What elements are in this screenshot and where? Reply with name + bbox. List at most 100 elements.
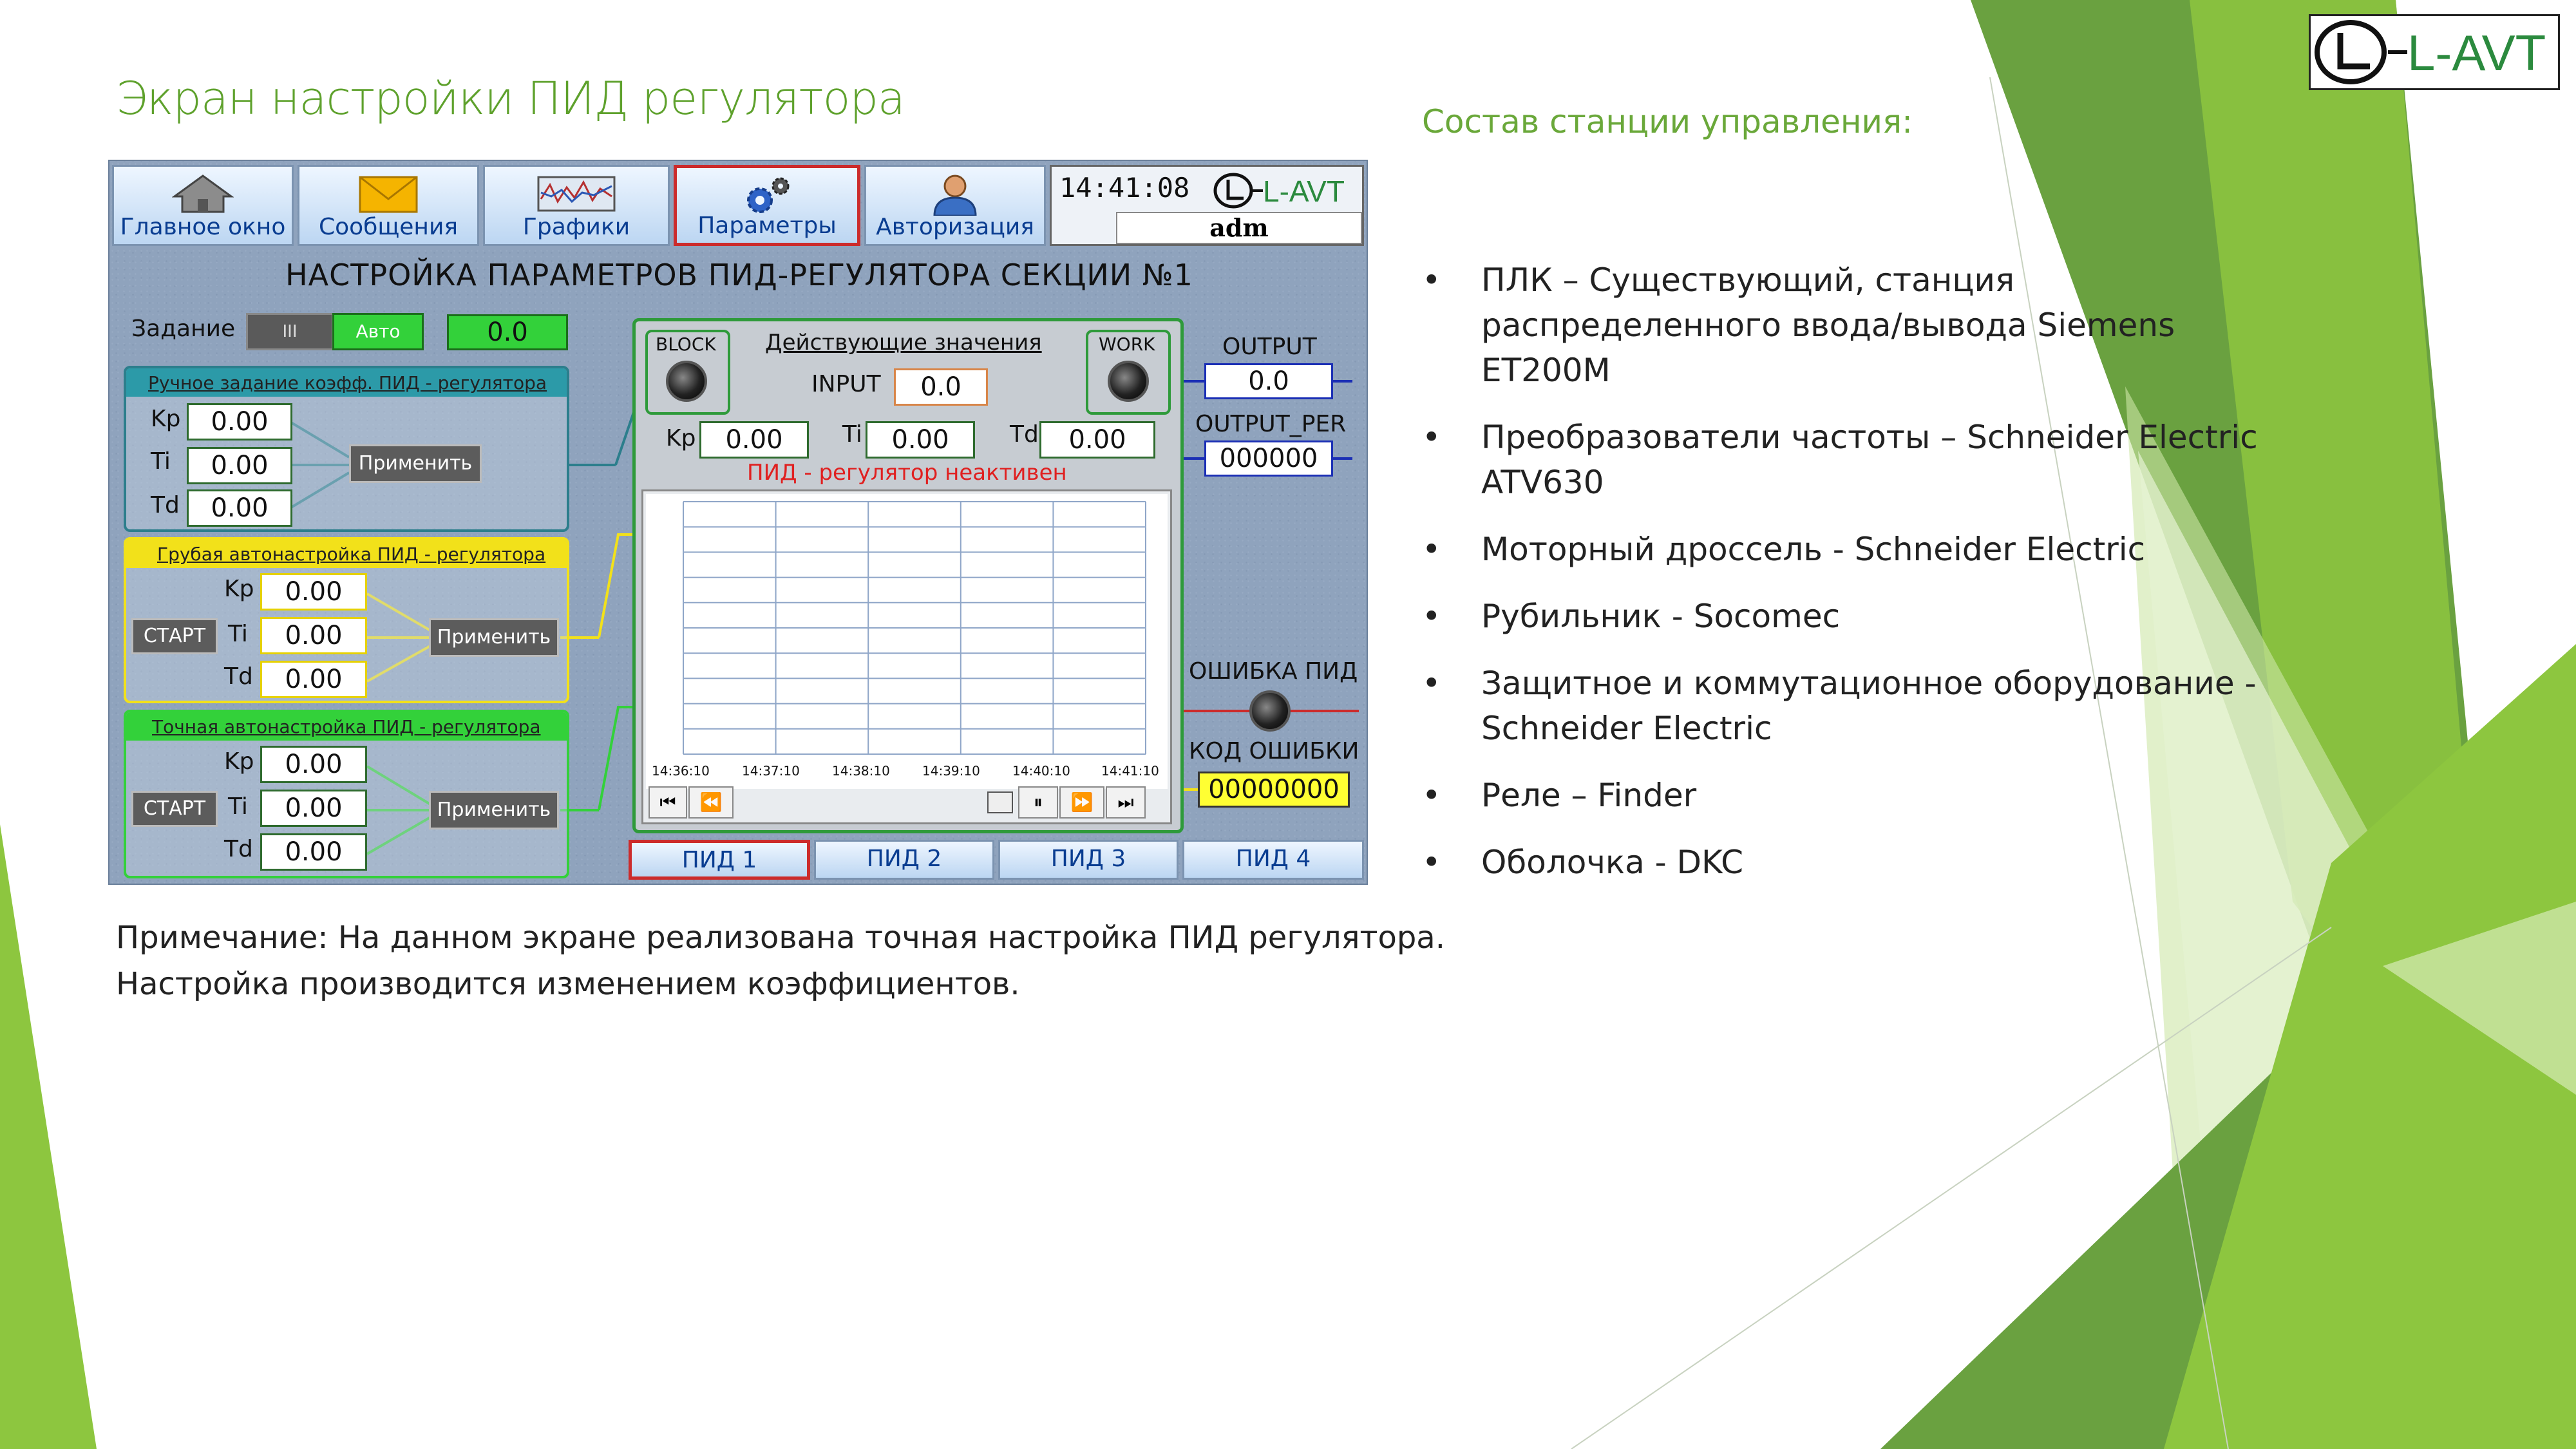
ti-label: Ti xyxy=(228,793,248,820)
fine-start-button[interactable]: СТАРТ xyxy=(131,791,218,827)
tab-pid-2[interactable]: ПИД 2 xyxy=(814,840,994,880)
coarse-kp-input[interactable]: 0.00 xyxy=(260,573,367,611)
current-time: 14:41:08 xyxy=(1059,172,1190,204)
block-label: BLOCK xyxy=(656,334,716,355)
trend-plot-area xyxy=(646,494,1168,789)
list-item: Реле – Finder xyxy=(1417,773,2280,818)
ti-label: Ti xyxy=(151,448,171,475)
error-code-label: КОД ОШИБКИ xyxy=(1189,738,1359,764)
time-tick-label: 14:41:10 xyxy=(1101,763,1159,779)
output-per-value: 000000 xyxy=(1204,440,1333,477)
ti-label: Ti xyxy=(228,621,248,647)
last-page-icon[interactable]: ⏭ xyxy=(1106,786,1146,819)
hmi-title: НАСТРОЙКА ПАРАМЕТРОВ ПИД-РЕГУЛЯТОРА СЕКЦ… xyxy=(285,258,1193,292)
fine-panel-title: Точная автонастройка ПИД - регулятора xyxy=(152,716,541,737)
manual-td-input[interactable]: 0.00 xyxy=(187,489,292,527)
pid-status-text: ПИД - регулятор неактивен xyxy=(747,460,1067,486)
current-td-value: 0.00 xyxy=(1039,421,1155,459)
composition-list: ПЛК – Существующий, станция распределенн… xyxy=(1417,258,2280,907)
fine-td-input[interactable]: 0.00 xyxy=(260,833,367,871)
time-tick-label: 14:39:10 xyxy=(922,763,980,779)
fine-kp-input[interactable]: 0.00 xyxy=(260,746,367,783)
manual-apply-button[interactable]: Применить xyxy=(349,444,482,483)
coarse-apply-button[interactable]: Применить xyxy=(429,618,559,657)
panel-header xyxy=(126,368,567,397)
note-line: Настройка производится изменением коэффи… xyxy=(116,966,1020,1002)
input-value: 0.0 xyxy=(894,368,988,406)
envelope-icon xyxy=(359,176,418,213)
output-per-label: OUTPUT_PER xyxy=(1195,411,1347,437)
tab-pid-1[interactable]: ПИД 1 xyxy=(629,840,810,880)
manual-panel-title: Ручное задание коэфф. ПИД - регулятора xyxy=(148,372,547,393)
kp-label: Kp xyxy=(224,748,254,775)
composition-title: Состав станции управления: xyxy=(1422,103,1913,140)
coarse-td-input[interactable]: 0.00 xyxy=(260,661,367,698)
kp-label: Kp xyxy=(224,576,254,602)
trend-toolbar: ⏮ ⏪ ⏸ ⏩ ⏭ xyxy=(649,786,1164,819)
coarse-start-button[interactable]: СТАРТ xyxy=(131,618,218,654)
nav-label: Главное окно xyxy=(120,214,286,240)
list-item: Защитное и коммутационное оборудование -… xyxy=(1417,661,2280,751)
mode-auto-toggle[interactable]: Авто xyxy=(332,313,424,350)
pause-icon[interactable]: ⏸ xyxy=(1018,786,1058,819)
nav-authorization-button[interactable]: Авторизация xyxy=(864,165,1046,246)
fast-forward-icon[interactable]: ⏩ xyxy=(1059,786,1104,819)
tab-pid-4[interactable]: ПИД 4 xyxy=(1182,840,1364,880)
error-code-value: 00000000 xyxy=(1198,772,1350,808)
block-led xyxy=(666,361,707,402)
time-tick-label: 14:38:10 xyxy=(832,763,890,779)
zoom-icon[interactable] xyxy=(987,791,1013,813)
user-icon xyxy=(933,175,977,216)
input-label: INPUT xyxy=(811,371,881,397)
coarse-panel-title: Грубая автонастройка ПИД - регулятора xyxy=(157,544,546,565)
time-tick-label: 14:40:10 xyxy=(1012,763,1070,779)
nav-messages-button[interactable]: Сообщения xyxy=(298,165,479,246)
coarse-ti-input[interactable]: 0.00 xyxy=(260,617,367,654)
first-page-icon[interactable]: ⏮ xyxy=(649,786,687,819)
work-label: WORK xyxy=(1099,334,1155,355)
note: Примечание: На данном экране реализована… xyxy=(116,914,1445,1007)
pid-error-led xyxy=(1249,690,1291,732)
nav-label: Авторизация xyxy=(876,214,1034,240)
td-label: Td xyxy=(1010,421,1039,448)
hmi-screen: Главное окно Сообщения Графики Параметры… xyxy=(108,160,1368,885)
panel-header xyxy=(126,540,567,568)
output-value: 0.0 xyxy=(1204,363,1333,399)
logo-text: L-AVT xyxy=(2407,24,2546,81)
nav-main-window-button[interactable]: Главное окно xyxy=(112,165,294,246)
nav-label: Графики xyxy=(522,214,630,240)
manual-ti-input[interactable]: 0.00 xyxy=(187,447,292,484)
list-item: Оболочка - DKC xyxy=(1417,840,2280,885)
current-values-title: Действующие значения xyxy=(765,330,1042,355)
user-name: adm xyxy=(1116,212,1362,244)
list-item: Рубильник - Socomec xyxy=(1417,594,2280,639)
trend-grid xyxy=(683,501,1146,755)
list-item: Моторный дроссель - Schneider Electric xyxy=(1417,527,2280,572)
hmi-logo: L-AVT xyxy=(1213,173,1345,209)
home-icon xyxy=(172,175,234,213)
rewind-icon[interactable]: ⏪ xyxy=(688,786,734,819)
manual-kp-input[interactable]: 0.00 xyxy=(187,403,292,440)
mode-manual-toggle[interactable]: III xyxy=(246,313,334,350)
nav-label: Сообщения xyxy=(318,214,459,240)
nav-charts-button[interactable]: Графики xyxy=(483,165,670,246)
panel-header xyxy=(126,712,567,741)
setpoint-input[interactable]: 0.0 xyxy=(447,314,568,350)
pid-error-label: ОШИБКА ПИД xyxy=(1189,658,1358,685)
setpoint-label: Задание xyxy=(131,316,236,342)
tab-pid-3[interactable]: ПИД 3 xyxy=(998,840,1179,880)
list-item: Преобразователи частоты – Schneider Elec… xyxy=(1417,415,2280,505)
clock-panel: 14:41:08 L-AVT adm xyxy=(1050,165,1364,246)
nav-label: Параметры xyxy=(697,213,837,239)
kp-label: Kp xyxy=(151,406,181,432)
note-line: Примечание: На данном экране реализована… xyxy=(116,920,1445,956)
td-label: Td xyxy=(224,836,253,862)
fine-ti-input[interactable]: 0.00 xyxy=(260,790,367,827)
kp-label: Kp xyxy=(666,425,696,451)
nav-parameters-button[interactable]: Параметры xyxy=(674,165,860,246)
trend-chart: ⏮ ⏪ ⏸ ⏩ ⏭ xyxy=(641,489,1172,824)
td-label: Td xyxy=(224,663,253,690)
work-led xyxy=(1108,361,1149,402)
fine-apply-button[interactable]: Применить xyxy=(429,791,559,829)
time-tick-label: 14:37:10 xyxy=(742,763,800,779)
